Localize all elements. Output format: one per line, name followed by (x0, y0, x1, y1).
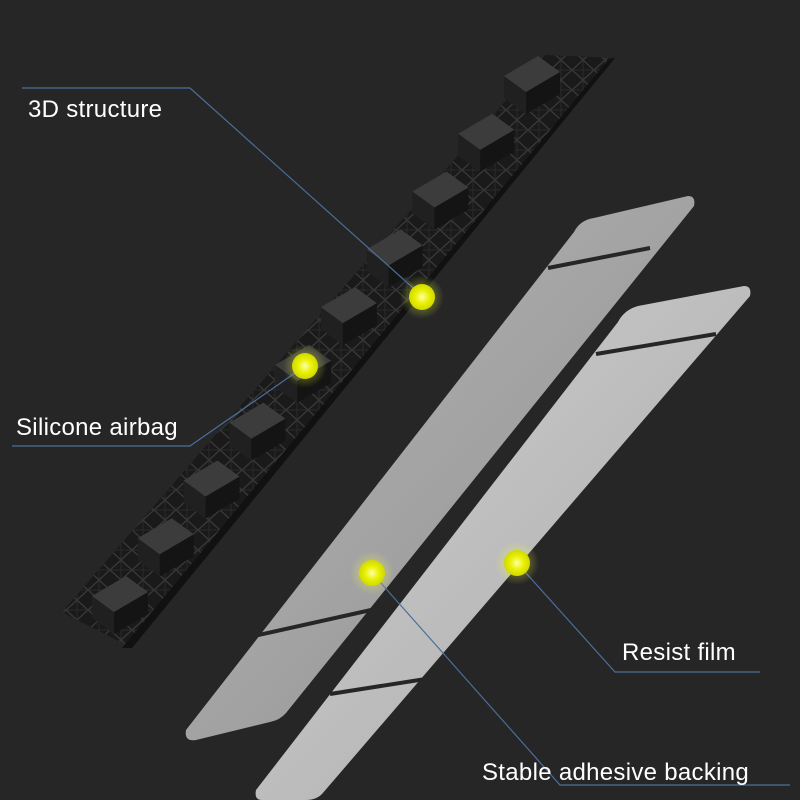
label-silicone-airbag: Silicone airbag (16, 416, 178, 440)
label-adhesive-backing: Stable adhesive backing (482, 761, 749, 785)
marker-airbag (283, 344, 327, 388)
label-3d-structure: 3D structure (28, 98, 162, 122)
marker-film (350, 551, 394, 595)
marker-structure (400, 275, 444, 319)
marker-backing (495, 541, 539, 585)
label-resist-film: Resist film (622, 641, 736, 665)
